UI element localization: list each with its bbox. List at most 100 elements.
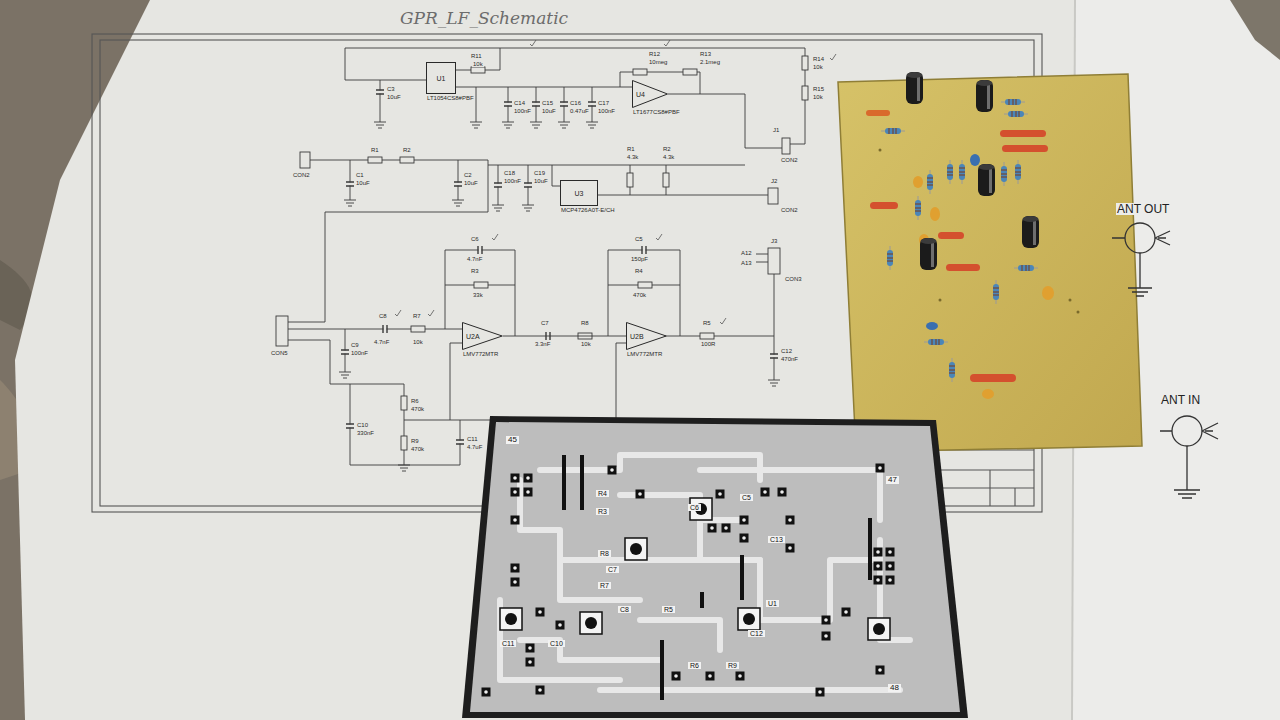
component-label: 100nF: [503, 178, 522, 184]
component-label: C9: [350, 342, 360, 348]
pcb-layout-print: [786, 544, 795, 553]
component-label: C12: [780, 348, 793, 354]
pcb-board: [1001, 99, 1025, 105]
component-label: CON3: [784, 276, 803, 282]
schematic-wires: [453, 182, 463, 186]
pencil-checkmarks: [395, 310, 401, 316]
schematic-wires: [782, 138, 790, 154]
pcb-board: [838, 72, 1142, 452]
pcb-layout-print: [526, 644, 535, 653]
schematic-wires: [802, 56, 808, 70]
pcb-board: [924, 339, 948, 345]
pcb-board: [887, 246, 893, 270]
pencil-checkmarks: [492, 234, 498, 240]
silkscreen-label: R4: [596, 490, 609, 497]
pcb-board: [1077, 311, 1080, 314]
paper-sheets: [1230, 0, 1280, 60]
schematic-wires: [460, 343, 626, 420]
component-label: CON2: [292, 172, 311, 178]
opamp-symbol: U2BLMV772MTR: [626, 322, 667, 357]
component-label: C8: [378, 313, 388, 319]
schematic-wires: [508, 87, 592, 122]
pcb-layout-print: [500, 600, 620, 680]
pcb-layout-print: [600, 687, 900, 693]
pcb-layout-print: [822, 616, 831, 625]
schematic-wires: [398, 465, 410, 471]
schematic-wires: [380, 80, 381, 122]
component-label: 10k: [580, 341, 592, 347]
part-number: LT1054CS8#PBF: [426, 95, 475, 101]
pcb-board: [920, 238, 937, 270]
component-label: 0.47uF: [569, 108, 590, 114]
component-label: R14: [812, 56, 825, 62]
pcb-board: [1042, 286, 1054, 300]
component-label: CON2: [780, 157, 799, 163]
component-label: C14: [513, 100, 526, 106]
component-label: C1: [355, 172, 365, 178]
opamp-symbol: U4LT1677CS8#PBF: [632, 80, 681, 115]
component-label: 4.7nF: [466, 256, 483, 262]
component-label: R2: [662, 146, 672, 152]
component-label: C5: [634, 236, 644, 242]
silkscreen-label: C6: [688, 504, 701, 511]
pcb-layout-print: [842, 608, 851, 617]
silkscreen-label: C8: [618, 606, 631, 613]
silkscreen-label: R9: [726, 662, 739, 669]
silkscreen-label: R8: [598, 550, 611, 557]
pcb-layout-print: [886, 548, 895, 557]
schematic-wires: [668, 94, 782, 148]
pcb-board: [927, 170, 933, 194]
silkscreen-label: R7: [598, 582, 611, 589]
pcb-layout-print: [580, 455, 584, 510]
pcb-layout-print: [536, 608, 545, 617]
schematic-wires: [493, 183, 503, 187]
pcb-board: [978, 164, 995, 196]
pcb-layout-print: [786, 516, 795, 525]
pencil-checkmarks: [664, 40, 670, 46]
pcb-layout-print: [708, 524, 717, 533]
pcb-board: [866, 110, 890, 116]
schematic-wires: [474, 282, 488, 288]
component-label: 100R: [700, 341, 716, 347]
silkscreen-label: C13: [768, 536, 785, 543]
schematic-wires: [450, 343, 462, 420]
pcb-layout-print: [580, 612, 602, 634]
schematic-wires: [456, 87, 632, 88]
component-label: C10: [356, 422, 369, 428]
silkscreen-label: 48: [888, 684, 901, 692]
opamp-outline: U2A: [462, 322, 503, 350]
pcb-layout-print: [874, 548, 883, 557]
schematic-wires: [598, 195, 768, 196]
silkscreen-label: C7: [606, 566, 619, 573]
component-label: 4.7uF: [466, 444, 483, 450]
component-label: R8: [580, 320, 590, 326]
component-label: CON5: [270, 350, 289, 356]
schematic-wires: [663, 173, 669, 187]
component-label: 10uF: [533, 178, 549, 184]
component-label: C3: [386, 86, 396, 92]
antenna-symbols: [1160, 423, 1218, 498]
schematic-wires: [638, 282, 652, 288]
pcb-board: [982, 389, 994, 399]
pcb-layout-print: [585, 617, 597, 629]
schematic-wires: [345, 48, 426, 80]
schematic-wires: [502, 122, 514, 128]
pcb-layout-print: [536, 686, 545, 695]
pcb-board: [838, 74, 1142, 452]
pcb-layout-print: [630, 543, 642, 555]
opamp-triangle: [463, 323, 503, 350]
pencil-checkmarks: [530, 40, 536, 46]
component-label: C15: [541, 100, 554, 106]
component-label: R9: [410, 438, 420, 444]
schematic-wires: [300, 152, 310, 168]
antenna-label: ANT OUT: [1116, 203, 1170, 215]
component-label: A13: [740, 260, 753, 266]
pcb-board: [976, 80, 993, 112]
pcb-board: [959, 160, 965, 184]
opamp-outline: U2B: [626, 322, 667, 350]
component-label: 100nF: [513, 108, 532, 114]
schematic-wires: [558, 122, 570, 128]
silkscreen-label: C10: [548, 640, 565, 647]
paper-sheets: [15, 0, 1280, 720]
component-label: 330nF: [356, 430, 375, 436]
